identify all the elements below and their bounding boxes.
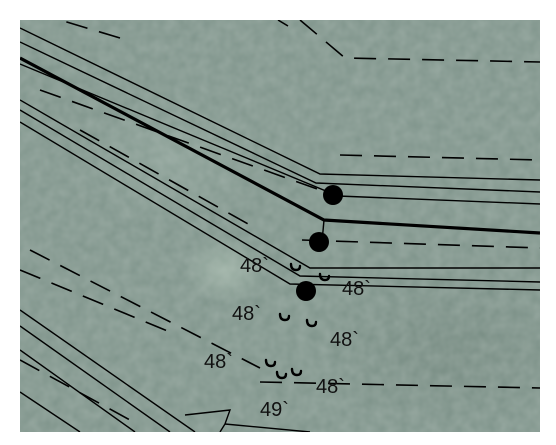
spot-symbol [318,272,331,282]
dashed-boundary [259,381,540,389]
dashed-boundary [29,249,261,369]
road-edge-line [20,349,136,432]
survey-point-marker [323,185,343,205]
elevation-label: 48` [232,303,261,325]
elevation-label: 48` [342,278,371,300]
road-edge-line [20,27,540,181]
spot-symbol [289,262,302,272]
imagery-texture [20,20,540,432]
road-edge-line [184,409,232,432]
road-edge-line [20,325,171,432]
spot-symbol [278,312,291,322]
elevation-label: 48` [204,351,233,373]
spot-symbol [264,358,277,368]
spot-symbol [290,367,303,377]
dashed-boundary [39,89,321,191]
map-canvas: 48` 48` 48` 48` 48` 48` 49` [20,20,540,432]
survey-point-marker [309,232,329,252]
elevation-label: 48` [330,329,359,351]
road-edge-line [20,121,540,291]
dashed-boundary [301,239,540,249]
dashed-boundary [277,20,289,27]
survey-point-marker [296,281,316,301]
dashed-boundary [20,359,131,421]
dashed-boundary [299,20,540,63]
elevation-label: 48` [240,255,269,277]
dashed-boundary [20,269,171,333]
road-edge-line [20,109,540,283]
spot-symbol [305,318,318,328]
road-edge-line [20,99,540,269]
road-edge-line [20,391,81,432]
road-edge-line [20,41,540,193]
road-edge-line [224,423,311,432]
elevation-label: 48` [316,376,345,398]
road-edge-line [20,309,196,432]
elevation-label: 49` [260,399,289,421]
spot-symbol [275,370,288,380]
map-view[interactable]: 48` 48` 48` 48` 48` 48` 49` [20,20,540,432]
dashed-boundary [59,20,121,39]
